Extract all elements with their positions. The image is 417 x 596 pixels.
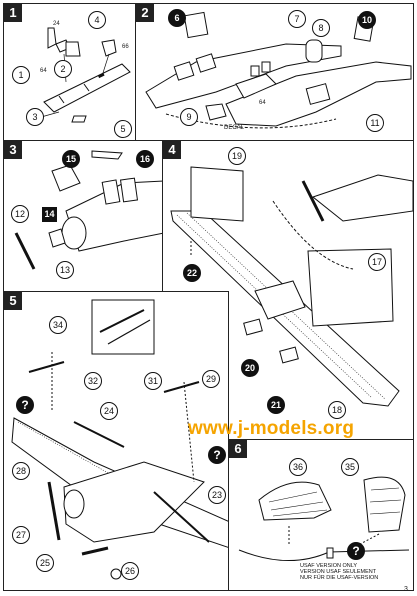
callout-21: 21 xyxy=(267,396,285,414)
callout-24: 24 xyxy=(100,402,118,420)
callout-26: 26 xyxy=(121,562,139,580)
part-mark: 64 xyxy=(259,100,266,106)
part-mark: 66 xyxy=(122,44,129,50)
callout-3: 3 xyxy=(26,108,44,126)
callout-12: 12 xyxy=(11,205,29,223)
callout-7: 7 xyxy=(288,10,306,28)
usaf-note-line: USAF VERSION ONLY xyxy=(300,563,358,569)
question-icon: ? xyxy=(208,446,226,464)
callout-35: 35 xyxy=(341,458,359,476)
tail-assembly-drawing xyxy=(238,476,410,561)
callout-22: 22 xyxy=(183,264,201,282)
callout-20: 20 xyxy=(241,359,259,377)
callout-28: 28 xyxy=(12,462,30,480)
decal-label: DECAL xyxy=(224,125,245,131)
watermark-text: www.j-models.org xyxy=(188,418,355,439)
step-5-panel: 5 23 24 25 26 27 28 29 31 32 34 ? ? xyxy=(3,291,230,591)
callout-2: 2 xyxy=(54,60,72,78)
step-1-panel: 1 24 64 66 1 2 3 4 5 xyxy=(3,3,136,141)
callout-10: 10 xyxy=(358,11,376,29)
step-3-panel: 3 12 13 14 15 16 xyxy=(3,140,164,292)
callout-4: 4 xyxy=(88,11,106,29)
step-number: 5 xyxy=(4,292,22,310)
fuselage-floor-drawing xyxy=(33,27,131,123)
callout-1: 1 xyxy=(12,66,30,84)
usaf-note-line: NUR FÜR DIE USAF-VERSION xyxy=(300,575,379,581)
step-number: 2 xyxy=(136,4,154,22)
nose-engine-drawing xyxy=(14,150,164,270)
callout-11: 11 xyxy=(366,114,384,132)
callout-6: 6 xyxy=(168,9,186,27)
strut-assembly-drawing xyxy=(11,299,230,580)
callout-15: 15 xyxy=(62,150,80,168)
step-6-panel: 6 35 36 ? xyxy=(228,439,414,591)
step-number: 3 xyxy=(4,141,22,159)
callout-34: 34 xyxy=(49,316,67,334)
callout-14: 14 xyxy=(42,207,57,222)
step-2-panel: 2 64 DECAL 6 7 8 9 10 11 xyxy=(135,3,414,141)
callout-29: 29 xyxy=(202,370,220,388)
callout-32: 32 xyxy=(84,372,102,390)
part-mark: 64 xyxy=(40,68,47,74)
question-icon: ? xyxy=(16,396,34,414)
callout-27: 27 xyxy=(12,526,30,544)
question-icon: ? xyxy=(347,542,365,560)
usaf-note-line: VERSION USAF SEULEMENT xyxy=(300,569,377,575)
callout-13: 13 xyxy=(56,261,74,279)
callout-8: 8 xyxy=(312,19,330,37)
callout-23: 23 xyxy=(208,486,226,504)
callout-36: 36 xyxy=(289,458,307,476)
callout-31: 31 xyxy=(144,372,162,390)
callout-16: 16 xyxy=(136,150,154,168)
callout-5: 5 xyxy=(114,120,132,138)
step-number: 6 xyxy=(229,440,247,458)
callout-9: 9 xyxy=(180,108,198,126)
callout-19: 19 xyxy=(228,147,246,165)
callout-25: 25 xyxy=(36,554,54,572)
usaf-note: USAF VERSION ONLY VERSION USAF SEULEMENT… xyxy=(300,563,378,581)
callout-18: 18 xyxy=(328,401,346,419)
callout-17: 17 xyxy=(368,253,386,271)
page-number: 3 xyxy=(404,586,408,593)
part-mark: 24 xyxy=(53,21,60,27)
step-number: 4 xyxy=(163,141,181,159)
step-number: 1 xyxy=(4,4,22,22)
